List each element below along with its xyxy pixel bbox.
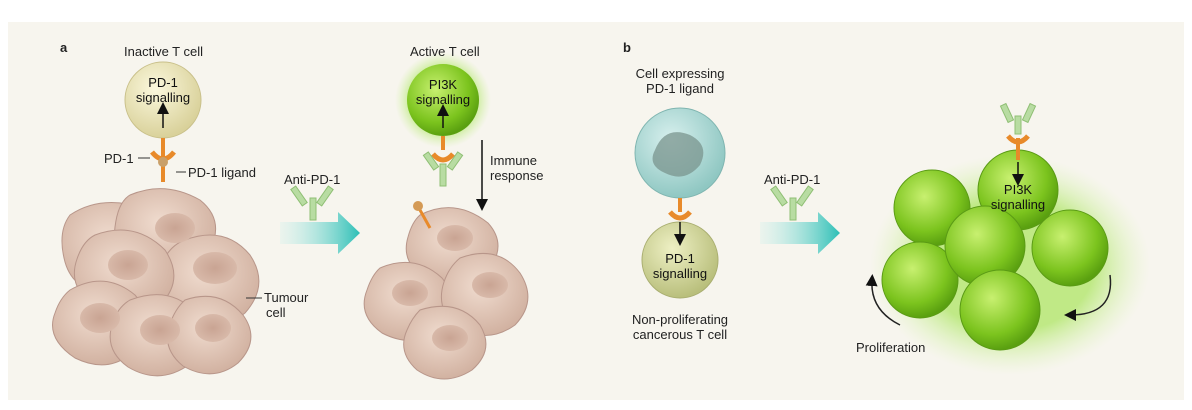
pd1-ligand-label: PD-1 ligand xyxy=(188,165,256,180)
panel-b-letter: b xyxy=(623,40,631,55)
nonprolif-signal-line-2: signalling xyxy=(652,266,708,281)
receptor-icon xyxy=(431,136,455,163)
nonprolif-signal-line-1: PD-1 xyxy=(665,251,695,266)
ligand-cell-title-line-2: PD-1 ligand xyxy=(646,81,714,96)
tumour-cluster-left xyxy=(52,188,260,377)
prolif-signal-line-2: signalling xyxy=(990,197,1046,212)
active-signal-label: PI3K signalling xyxy=(403,77,483,107)
anti-pd1-label-a: Anti-PD-1 xyxy=(284,172,341,187)
inactive-signal-line-2: signalling xyxy=(135,90,191,105)
active-t-cell-title: Active T cell xyxy=(410,44,480,59)
antibody-icon xyxy=(770,185,814,221)
inactive-signal-label: PD-1 signalling xyxy=(123,75,203,105)
nonprolif-cell-label: Non-proliferating cancerous T cell xyxy=(610,312,750,342)
pd1-label: PD-1 xyxy=(104,151,134,166)
anti-pd1-label-b: Anti-PD-1 xyxy=(764,172,821,187)
nonprolif-signal-label: PD-1 signalling xyxy=(640,251,720,281)
proliferating-cell-cluster xyxy=(870,149,1150,375)
immune-label-line-1: Immune xyxy=(490,153,537,168)
active-t-cell xyxy=(395,52,491,148)
curved-arrow-icon xyxy=(865,274,901,326)
pd1-receptor-icon xyxy=(150,138,176,182)
antibody-icon xyxy=(422,151,464,187)
active-signal-line-1: PI3K xyxy=(428,77,458,92)
antibody-icon xyxy=(290,185,334,221)
inactive-t-cell-title: Inactive T cell xyxy=(124,44,204,59)
receptor-icon xyxy=(668,198,692,221)
receptor-icon xyxy=(1006,134,1030,160)
antibody-icon xyxy=(999,102,1037,135)
tumour-cluster-right xyxy=(363,207,529,380)
tumour-label-line-2: cell xyxy=(266,305,286,320)
arrow-right-icon xyxy=(280,212,360,254)
panel-a-letter: a xyxy=(60,40,68,55)
prolif-signal-label: PI3K signalling xyxy=(978,182,1058,212)
arrow-right-icon xyxy=(760,212,840,254)
prolif-signal-line-1: PI3K xyxy=(1003,182,1033,197)
ligand-cell-title-line-1: Cell expressing xyxy=(635,66,725,81)
ligand-cell-title: Cell expressing PD-1 ligand xyxy=(620,66,740,96)
curved-arrow-icon xyxy=(1064,274,1112,321)
immune-label-line-2: response xyxy=(490,168,544,183)
immune-response-label: Immune response xyxy=(490,153,543,183)
ligand-expressing-cell xyxy=(634,107,726,199)
nonprolif-label-line-1: Non-proliferating xyxy=(631,312,729,327)
active-signal-line-2: signalling xyxy=(415,92,471,107)
tumour-label-line-1: Tumour xyxy=(264,290,309,305)
inactive-signal-line-1: PD-1 xyxy=(148,75,178,90)
receptor-icon xyxy=(413,201,432,229)
tumour-cell-label: Tumour cell xyxy=(264,290,308,320)
nonprolif-label-line-2: cancerous T cell xyxy=(632,327,728,342)
proliferation-label: Proliferation xyxy=(856,340,926,355)
